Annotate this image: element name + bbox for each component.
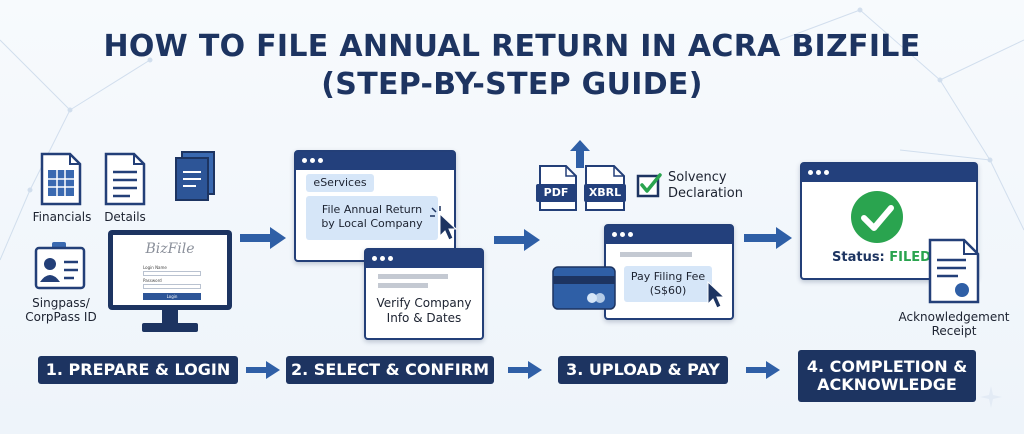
acknowledgement-receipt-icon [928, 238, 980, 304]
solvency-line-1: Solvency [668, 170, 727, 185]
login-button[interactable]: Login [143, 293, 201, 300]
receipt-line-1: Acknowledgement [898, 310, 1010, 324]
bizfile-logo: BizFile [145, 241, 195, 257]
step-4-line-1: 4. COMPLETION & [806, 357, 968, 376]
password-label: Password [143, 278, 162, 283]
mouse-cursor-icon [707, 280, 726, 309]
filing-status: Status: FILED [832, 250, 931, 265]
details-document-icon [104, 152, 146, 206]
financials-label: Financials [32, 210, 92, 224]
id-card-icon [34, 242, 86, 290]
password-input[interactable] [143, 284, 201, 289]
verify-company-text: Verify Company Info & Dates [366, 296, 482, 326]
pdf-file-icon: PDF [536, 164, 578, 212]
xbrl-label: XBRL [584, 184, 626, 202]
pay-line-2: (S$60) [649, 284, 687, 297]
flow-arrow-1-2 [240, 227, 286, 249]
status-prefix: Status: [832, 250, 885, 265]
monitor-frame: BizFile Login Name Password Login [108, 230, 232, 310]
monitor-screen: BizFile Login Name Password Login [113, 235, 227, 305]
step-1-banner: 1. PREPARE & LOGIN [38, 356, 238, 384]
bizfile-monitor: BizFile Login Name Password Login [108, 230, 232, 334]
pay-filing-fee-button[interactable]: Pay Filing Fee (S$60) [624, 266, 712, 302]
placeholder-line [378, 283, 428, 288]
singpass-label: Singpass/ CorpPass ID [18, 296, 104, 324]
step-4-line-2: ACKNOWLEDGE [817, 375, 957, 394]
file-return-line-1: File Annual Return [321, 203, 423, 216]
login-name-input[interactable] [143, 271, 201, 276]
solvency-declaration-label: Solvency Declaration [668, 170, 743, 202]
title-line-2: (STEP-BY-STEP GUIDE) [321, 67, 703, 102]
checkbox-checked-icon [636, 173, 662, 198]
step-2-banner: 2. SELECT & CONFIRM [286, 356, 494, 384]
step-arrow-3-4 [746, 361, 780, 379]
status-value-badge: FILED [889, 250, 931, 265]
pdf-label: PDF [536, 184, 576, 202]
success-check-icon [851, 191, 903, 243]
page-title: HOW TO FILE ANNUAL RETURN IN ACRA BIZFIL… [0, 28, 1024, 104]
step-arrow-1-2 [246, 361, 280, 379]
login-name-heading: Login Name [143, 265, 167, 270]
acknowledgement-receipt-label: Acknowledgement Receipt [892, 310, 1016, 338]
title-line-1: HOW TO FILE ANNUAL RETURN IN ACRA BIZFIL… [103, 29, 921, 64]
file-return-line-2: by Local Company [321, 217, 423, 230]
financials-spreadsheet-icon [40, 152, 82, 206]
step-arrow-2-3 [508, 361, 542, 379]
verify-company-window: Verify Company Info & Dates [364, 248, 484, 340]
monitor-neck [162, 310, 178, 324]
placeholder-line [620, 252, 692, 257]
step-3-banner: 3. UPLOAD & PAY [558, 356, 728, 384]
solvency-line-2: Declaration [668, 186, 743, 201]
mouse-cursor-icon [430, 206, 458, 241]
file-annual-return-option[interactable]: File Annual Return by Local Company [306, 196, 438, 240]
singpass-label-line-2: CorpPass ID [25, 310, 97, 324]
payment-window: Pay Filing Fee (S$60) [604, 224, 734, 320]
step-4-banner: 4. COMPLETION & ACKNOWLEDGE [798, 350, 976, 402]
flow-arrow-2-3 [494, 229, 540, 251]
upload-arrow-icon [570, 140, 590, 168]
verify-line-2: Info & Dates [386, 311, 462, 325]
pay-line-1: Pay Filing Fee [630, 270, 706, 283]
receipt-line-2: Receipt [931, 324, 977, 338]
placeholder-line [378, 274, 448, 279]
details-label: Details [104, 210, 146, 224]
sparkle-icon [980, 386, 1002, 408]
xbrl-file-icon: XBRL [584, 164, 628, 212]
singpass-label-line-1: Singpass/ [32, 296, 90, 310]
verify-line-1: Verify Company [376, 296, 472, 310]
flow-arrow-3-4 [744, 227, 792, 249]
stacked-documents-icon [175, 151, 215, 201]
monitor-stand [142, 323, 198, 332]
eservices-window: eServices File Annual Return by Local Co… [294, 150, 456, 262]
credit-card-icon [552, 266, 616, 310]
eservices-menu-item[interactable]: eServices [306, 174, 374, 192]
